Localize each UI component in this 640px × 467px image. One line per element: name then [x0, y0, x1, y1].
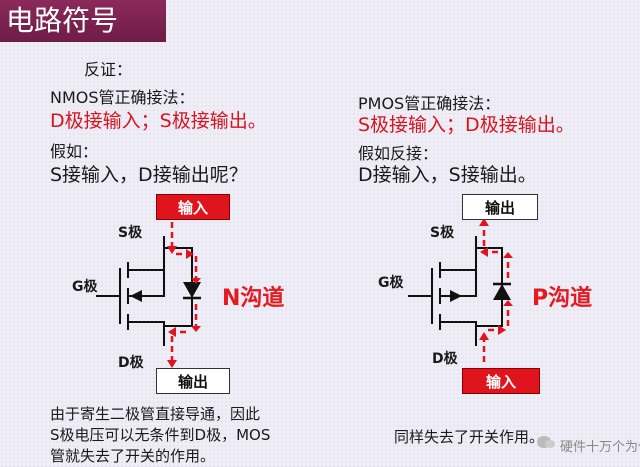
right-bottom-box: 输入: [462, 368, 540, 394]
right-s-label: S极: [430, 225, 455, 241]
right-line1: PMOS管正确接法：: [358, 94, 501, 113]
slide-title: 电路符号: [0, 0, 166, 42]
nmos-diode-triangle: [183, 282, 201, 298]
nmos-circuit: [96, 218, 513, 368]
right-line4: D接输入，S接输出。: [358, 164, 537, 186]
left-note-line1: 由于寄生二极管直接导通，因此: [50, 405, 261, 423]
nmos-drain-lead: [128, 321, 165, 346]
right-line2: S极接输入；D极接输出。: [358, 114, 575, 136]
left-s-label: S极: [118, 225, 143, 241]
left-bottom-box: 输出: [156, 368, 230, 394]
pmos-diode-branch: [476, 247, 503, 327]
left-g-label: G极: [72, 279, 98, 295]
right-top-box: 输出: [462, 194, 538, 220]
right-d-label: D极: [432, 351, 458, 367]
left-top-box: 输入: [156, 194, 230, 220]
right-arrow-6: [479, 218, 489, 226]
right-arrow-3: [503, 300, 513, 306]
pmos-diode-triangle: [493, 284, 511, 300]
right-arrow-1: [479, 332, 489, 340]
right-line3: 假如反接：: [358, 144, 439, 163]
nmos-source-lead: [128, 236, 165, 271]
left-note-line2: S极电压可以无条件到D极，MOS: [50, 426, 271, 444]
watermark: 硬件十万个为什么: [560, 440, 640, 455]
left-arrow-3: [191, 278, 201, 284]
left-channel-label: N沟道: [222, 286, 285, 311]
right-arrow-2: [498, 325, 506, 335]
left-note-line3: 管就失去了开关的作用。: [50, 447, 216, 465]
left-d-label: D极: [118, 355, 144, 371]
left-arrow-6: [167, 360, 177, 368]
pmos-body-lead: [440, 270, 477, 297]
left-line1: NMOS管正确接法：: [50, 88, 195, 107]
left-arrow-5: [168, 327, 176, 337]
right-arrow-5: [480, 247, 488, 257]
nmos-body-arrow: [130, 290, 142, 302]
right-arrow-4: [503, 252, 513, 258]
left-heading: 反证：: [84, 60, 133, 79]
left-arrow-2: [186, 249, 194, 259]
left-line2: D极接输入；S极接输出。: [50, 110, 267, 132]
pmos-body-arrow: [450, 290, 462, 302]
wechat-icon: [537, 436, 555, 448]
right-note: 同样失去了开关作用。: [394, 428, 545, 446]
right-channel-label: P沟道: [532, 286, 593, 311]
left-arrow-4: [191, 326, 201, 332]
left-note: 由于寄生二极管直接导通，因此 S极电压可以无条件到D极，MOS 管就失去了开关的…: [50, 404, 270, 467]
pmos-drain-lead: [440, 321, 477, 346]
left-arrow-1: [167, 246, 177, 254]
right-g-label: G极: [378, 275, 404, 291]
left-line3: 假如：: [50, 142, 99, 161]
left-line4: S接输入，D接输出呢？: [50, 164, 248, 186]
nmos-body-lead: [128, 270, 165, 297]
